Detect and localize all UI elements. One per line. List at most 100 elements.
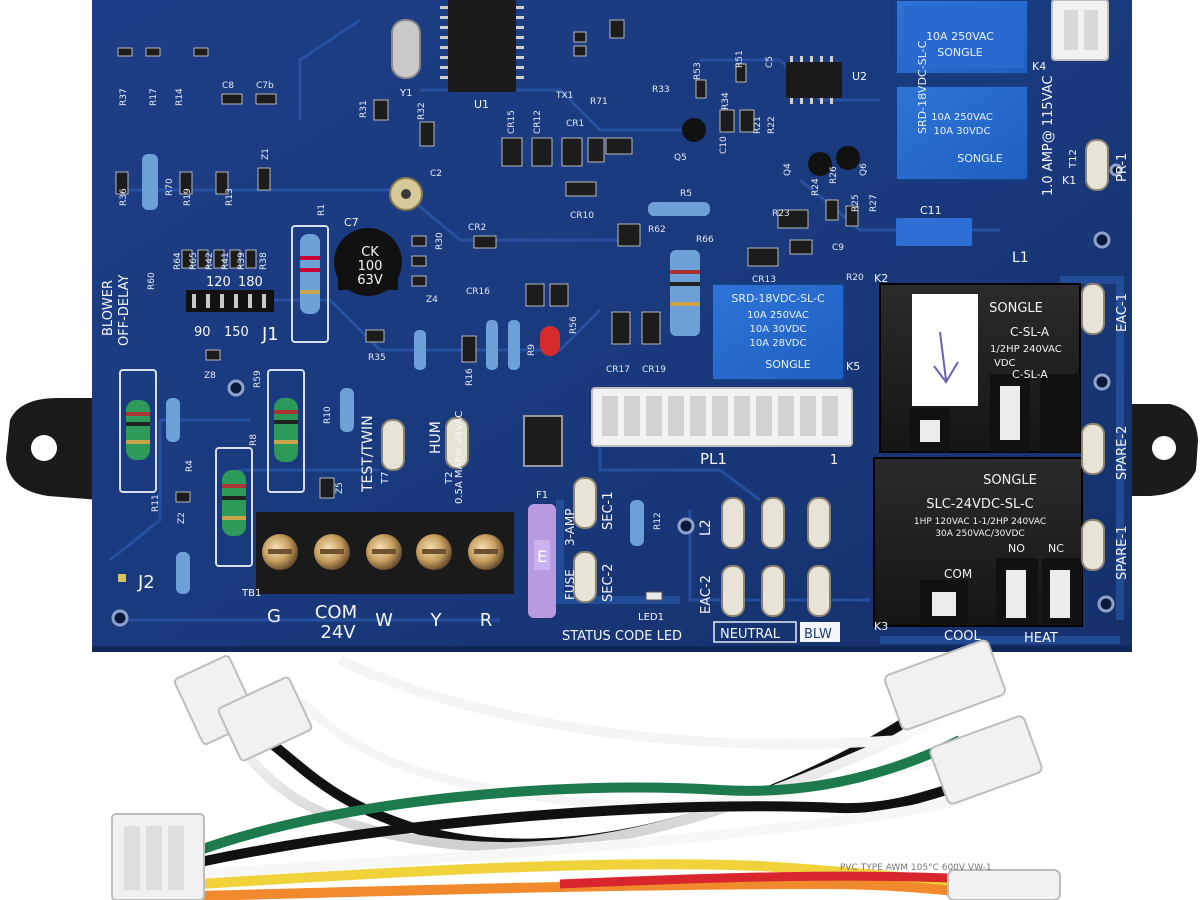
svg-text:NC: NC (1048, 542, 1064, 555)
svg-text:R32: R32 (417, 102, 427, 120)
crystal-y1 (391, 19, 421, 79)
svg-text:63V: 63V (357, 273, 383, 288)
capacitor-c7: CK 100 63V (334, 228, 402, 296)
svg-text:30A 250VAC/30VDC: 30A 250VAC/30VDC (935, 529, 1024, 539)
svg-text:R8: R8 (249, 434, 259, 446)
svg-text:C9: C9 (832, 243, 844, 253)
svg-text:F1: F1 (536, 490, 548, 501)
svg-text:COM: COM (315, 602, 357, 623)
svg-text:1.0 AMP@ 115VAC: 1.0 AMP@ 115VAC (1041, 75, 1056, 196)
svg-text:R38: R38 (259, 252, 269, 270)
svg-text:R1: R1 (317, 204, 327, 216)
svg-text:E: E (537, 547, 547, 566)
ic-u1 (440, 0, 524, 92)
wiring-harness: PVC TYPE AWM 105°C 600V VW-1 (111, 639, 1061, 900)
svg-text:CR17: CR17 (606, 365, 630, 375)
svg-text:J1: J1 (261, 324, 279, 345)
svg-text:HEAT: HEAT (1024, 631, 1058, 646)
svg-text:180: 180 (238, 275, 263, 290)
svg-text:G: G (267, 606, 281, 627)
svg-text:TB1: TB1 (241, 588, 261, 599)
svg-text:150: 150 (224, 325, 249, 340)
svg-text:L1: L1 (1012, 250, 1029, 266)
svg-text:C11: C11 (920, 204, 942, 217)
relay-k2: SONGLE C-SL-A 1/2HP 240VAC VDC C-SL-A (879, 283, 1081, 453)
svg-text:NEUTRAL: NEUTRAL (720, 627, 781, 642)
svg-text:R71: R71 (590, 97, 608, 107)
svg-text:Z1: Z1 (261, 148, 271, 160)
svg-text:PL1: PL1 (700, 450, 727, 468)
ic-u2 (786, 56, 842, 104)
svg-text:J2: J2 (137, 572, 155, 593)
svg-text:C7b: C7b (256, 81, 274, 91)
svg-text:R53: R53 (693, 62, 703, 80)
svg-text:Z5: Z5 (335, 482, 345, 494)
terminal-block-tb1 (256, 512, 514, 594)
svg-text:R42: R42 (205, 252, 215, 270)
svg-text:TX1: TX1 (555, 91, 573, 101)
svg-text:CR10: CR10 (570, 211, 594, 221)
svg-text:R26: R26 (829, 166, 839, 184)
capacitor-c11 (896, 218, 972, 246)
svg-text:10A 250VAC: 10A 250VAC (926, 30, 994, 43)
status-led (645, 591, 663, 601)
svg-text:R19: R19 (183, 188, 193, 206)
svg-text:R12: R12 (653, 512, 663, 530)
svg-text:TEST/TWIN: TEST/TWIN (360, 415, 376, 493)
svg-text:PVC TYPE AWM 105°C 600V VW-1: PVC TYPE AWM 105°C 600V VW-1 (840, 863, 992, 873)
connector-pl1 (591, 387, 853, 447)
svg-text:CR15: CR15 (507, 110, 517, 134)
svg-text:SRD-18VDC-SL-C: SRD-18VDC-SL-C (916, 40, 929, 134)
svg-text:R60: R60 (147, 272, 157, 290)
svg-text:R62: R62 (648, 225, 666, 235)
relay-k1: SRD-18VDC-SL-C 10A 250VAC 10A 30VDC SONG… (895, 40, 1029, 181)
svg-text:CR2: CR2 (468, 223, 486, 233)
svg-text:C-SL-A: C-SL-A (1010, 325, 1050, 339)
capacitor-c2 (389, 177, 423, 211)
svg-text:C5: C5 (765, 56, 775, 68)
svg-text:EAC-2: EAC-2 (699, 575, 714, 614)
svg-text:90: 90 (194, 325, 211, 340)
svg-text:R33: R33 (652, 85, 670, 95)
svg-text:T2: T2 (444, 472, 455, 485)
svg-text:SONGLE: SONGLE (957, 152, 1003, 165)
svg-text:1HP 120VAC 1-1/2HP 240VAC: 1HP 120VAC 1-1/2HP 240VAC (914, 517, 1046, 527)
svg-text:R37: R37 (119, 88, 129, 106)
svg-text:CK: CK (361, 245, 379, 260)
svg-text:Y: Y (430, 610, 443, 631)
svg-text:OFF-DELAY: OFF-DELAY (117, 274, 132, 346)
svg-text:R35: R35 (368, 353, 386, 363)
svg-text:Z8: Z8 (204, 371, 216, 381)
svg-text:R4: R4 (185, 460, 195, 472)
svg-text:R39: R39 (237, 252, 247, 270)
svg-text:T12: T12 (1068, 149, 1079, 169)
svg-text:CR1: CR1 (566, 119, 584, 129)
svg-text:NO: NO (1008, 542, 1025, 555)
svg-text:0.5A MAP® 24VAC: 0.5A MAP® 24VAC (454, 411, 465, 504)
svg-text:Y1: Y1 (399, 88, 412, 99)
svg-text:R25: R25 (851, 194, 861, 212)
svg-text:K4: K4 (1032, 60, 1046, 73)
svg-text:SRD-18VDC-SL-C: SRD-18VDC-SL-C (731, 292, 825, 305)
svg-text:R65: R65 (189, 252, 199, 270)
svg-text:10A 250VAC: 10A 250VAC (747, 310, 809, 321)
relay-k3: SONGLE SLC-24VDC-SL-C 1HP 120VAC 1-1/2HP… (873, 457, 1083, 627)
svg-text:R: R (480, 610, 493, 631)
svg-text:R17: R17 (149, 88, 159, 106)
svg-text:SONGLE: SONGLE (937, 46, 983, 59)
svg-text:C7: C7 (344, 216, 359, 229)
svg-text:W: W (375, 610, 393, 631)
svg-text:SEC-2: SEC-2 (601, 563, 616, 602)
svg-text:SLC-24VDC-SL-C: SLC-24VDC-SL-C (926, 497, 1034, 512)
svg-text:10A 30VDC: 10A 30VDC (934, 126, 991, 137)
svg-text:3-AMP: 3-AMP (563, 509, 577, 547)
svg-text:R20: R20 (846, 273, 864, 283)
relay-k4: 10A 250VAC SONGLE (895, 0, 1029, 75)
svg-text:EAC-1: EAC-1 (1115, 293, 1130, 332)
svg-text:U1: U1 (474, 98, 489, 111)
svg-text:SONGLE: SONGLE (765, 358, 811, 371)
svg-text:COM: COM (944, 567, 972, 581)
svg-text:SPARE-1: SPARE-1 (1115, 526, 1130, 580)
svg-text:Z2: Z2 (177, 512, 187, 524)
